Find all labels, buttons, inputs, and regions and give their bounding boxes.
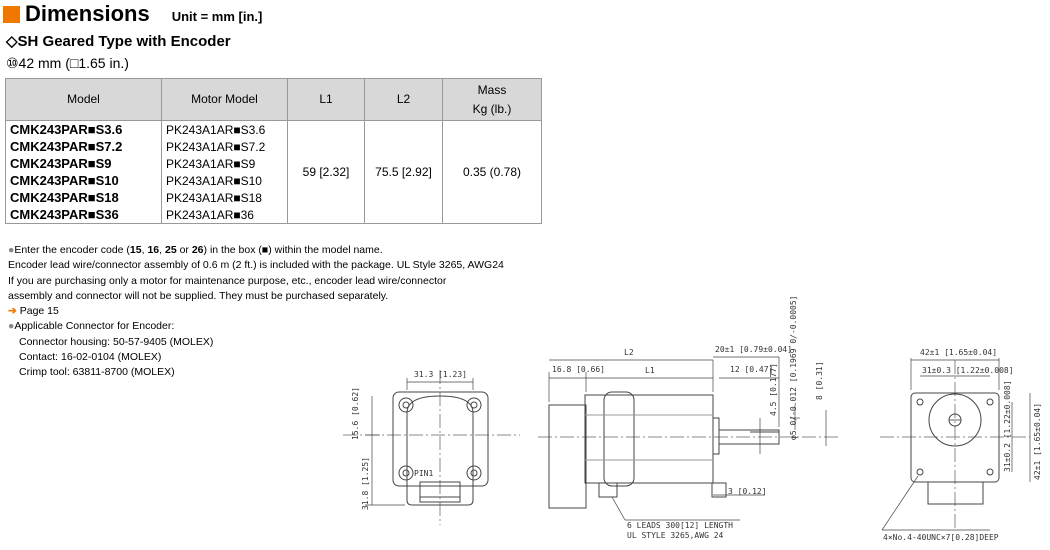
rear-width-label: 31.3 [1.23]: [414, 370, 467, 379]
header-motor-model: Motor Model: [161, 78, 288, 121]
shaft-diameter-label: φ5 0/-0.012 [0.1969 0/-0.0005]: [789, 296, 798, 441]
d20-label: 20±1 [0.79±0.04]: [715, 345, 792, 354]
table-row: CMK243PAR■S9 PK243A1AR■S9: [5, 155, 542, 172]
header-l2: L2: [364, 78, 443, 121]
page-title: Dimensions: [25, 1, 150, 26]
front-bolt-height-label: 31±0.2 [1.22±0.008]: [1003, 380, 1012, 472]
l2-cell: 75.5 [2.92]: [364, 120, 443, 224]
model-cell: CMK243PAR■S36: [5, 206, 162, 224]
table-row: CMK243PAR■S3.6 PK243A1AR■S3.6 59 [2.32] …: [5, 120, 542, 224]
note-maintenance: If you are purchasing only a motor for m…: [8, 274, 447, 287]
bullet-icon: ●: [8, 320, 15, 333]
page-reference-link[interactable]: ➔ Page 15: [8, 305, 59, 318]
l1-label: L1: [645, 366, 655, 375]
notes-block: ●Enter the encoder code (15, 16, 25 or 2…: [8, 243, 504, 381]
arrow-right-icon: ➔: [8, 305, 17, 318]
mass-cell: 0.35 (0.78): [442, 120, 542, 224]
model-cell: CMK243PAR■S3.6: [5, 120, 162, 138]
front-height-label: 42±1 [1.65±0.04]: [1033, 403, 1042, 480]
front-width-label: 42±1 [1.65±0.04]: [920, 348, 997, 357]
frame-size-label: ⑩42 mm (□1.65 in.): [6, 55, 129, 71]
table-row: CMK243PAR■S10 PK243A1AR■S10: [5, 172, 542, 189]
pin-label: PIN1: [414, 469, 433, 478]
motor-model-cell: PK243A1AR■S10: [161, 172, 288, 189]
note-maintenance-cont: assembly and connector will not be suppl…: [8, 289, 389, 302]
model-cell: CMK243PAR■S7.2: [5, 138, 162, 155]
table-row: CMK243PAR■S7.2 PK243A1AR■S7.2: [5, 138, 542, 155]
motor-model-cell: PK243A1AR■S3.6: [161, 120, 288, 138]
d12-label: 12 [0.47]: [730, 365, 773, 374]
d45-label: 4.5 [0.177]: [769, 363, 778, 416]
motor-model-cell: PK243A1AR■S18: [161, 189, 288, 206]
leads-label-1: 6 LEADS 300[12] LENGTH: [627, 521, 733, 530]
d16-label: 16.8 [0.66]: [552, 365, 605, 374]
rear-h1-label: 15.6 [0.62]: [351, 387, 360, 440]
d3-label: 3 [0.12]: [728, 487, 767, 496]
header-l1: L1: [287, 78, 365, 121]
model-cell: CMK243PAR■S18: [5, 189, 162, 206]
section-marker: [3, 5, 20, 23]
rear-view: [343, 370, 520, 525]
table-row: CMK243PAR■S36 PK243A1AR■36: [5, 206, 542, 224]
header-model: Model: [5, 78, 162, 121]
mass-line1: Mass: [477, 82, 507, 97]
l1-cell: 59 [2.32]: [287, 120, 365, 224]
d8-label: 8 [0.31]: [815, 361, 824, 400]
rear-h2-label: 31.8 [1.25]: [361, 457, 370, 510]
side-view: [538, 356, 840, 521]
dimension-labels: 31.3 [1.23] 15.6 [0.62] 31.8 [1.25] PIN1…: [351, 296, 1042, 543]
table-row: CMK243PAR■S18 PK243A1AR■S18: [5, 189, 542, 206]
mass-line2: Kg (lb.): [472, 101, 512, 116]
connector-contact: Contact: 16-02-0104 (MOLEX): [19, 351, 162, 364]
table-header-row: Model Motor Model L1 L2 Mass Kg (lb.): [5, 78, 542, 121]
front-bolt-width-label: 31±0.3 [1.22±0.008]: [922, 366, 1014, 375]
spec-table: Model Motor Model L1 L2 Mass Kg (lb.) CMK…: [5, 78, 542, 224]
model-cell: CMK243PAR■S10: [5, 172, 162, 189]
l2-label: L2: [624, 348, 634, 357]
note-lead-wire: Encoder lead wire/connector assembly of …: [8, 259, 504, 272]
leads-label-2: UL STYLE 3265,AWG 24: [627, 531, 724, 540]
front-view: [880, 358, 1031, 531]
header-mass: Mass Kg (lb.): [442, 78, 542, 121]
unit-label: Unit = mm [in.]: [171, 8, 263, 24]
connector-title: ●Applicable Connector for Encoder:: [8, 320, 175, 333]
connector-crimp-tool: Crimp tool: 63811-8700 (MOLEX): [19, 366, 175, 379]
model-cell: CMK243PAR■S9: [5, 155, 162, 172]
motor-model-cell: PK243A1AR■S9: [161, 155, 288, 172]
product-subtitle: ◇SH Geared Type with Encoder: [6, 33, 231, 50]
motor-model-cell: PK243A1AR■S7.2: [161, 138, 288, 155]
note-encoder-code: ●Enter the encoder code (15, 16, 25 or 2…: [8, 244, 383, 256]
bullet-icon: ●: [8, 244, 15, 256]
screw-label: 4×No.4-40UNC×7[0.28]DEEP: [883, 533, 999, 542]
motor-model-cell: PK243A1AR■36: [161, 206, 288, 224]
connector-housing: Connector housing: 50-57-9405 (MOLEX): [19, 335, 214, 348]
section-header: Dimensions Unit = mm [in.]: [3, 1, 262, 27]
